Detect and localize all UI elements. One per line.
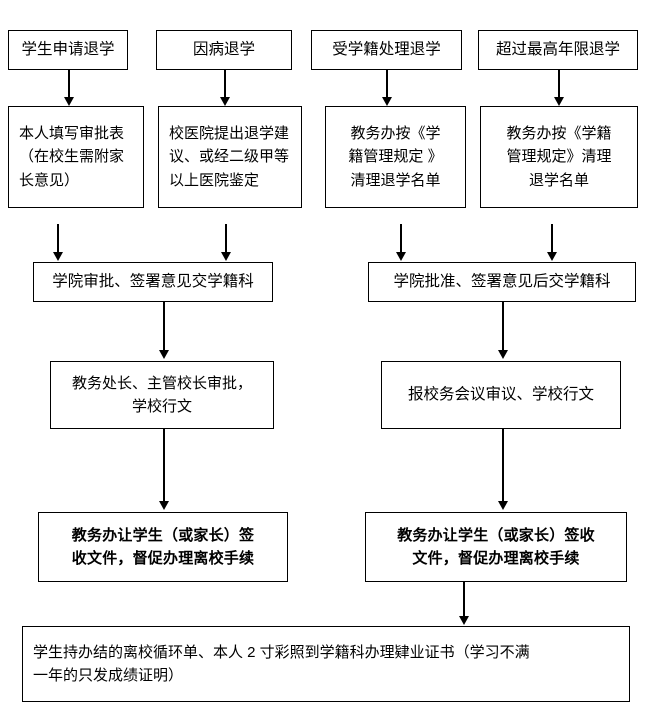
node-over-max-years-line-1: 超过最高年限退学 <box>495 40 620 58</box>
node-fill-form-line-2: （在校生需附家 <box>19 148 125 166</box>
node-fill-form: 本人填写审批表 （在校生需附家 长意见） <box>8 106 144 208</box>
node-status-penalty-line-1: 受学籍处理退学 <box>332 40 441 58</box>
node-final-certificate-line-1: 学生持办结的离校循环单、本人 2 寸彩照到学籍科办理肄业证书（学习不满 <box>33 643 530 661</box>
node-illness: 因病退学 <box>156 30 292 70</box>
node-sign-receipt-right: 教务办让学生（或家长）签收 文件，督促办理离校手续 <box>365 512 627 582</box>
node-dean-principal-approve-line-2: 学校行文 <box>131 398 192 415</box>
node-hospital-advice: 校医院提出退学建 议、或经二级甲等 以上医院鉴定 <box>158 106 302 208</box>
node-college-approve-right: 学院批准、签署意见后交学籍科 <box>368 262 636 302</box>
node-office-list-a: 教务办按《学 籍管理规定 》 清理退学名单 <box>325 106 466 208</box>
node-dean-principal-approve-line-1: 教务处长、主管校长审批， <box>71 374 252 392</box>
node-apply: 学生申请退学 <box>8 30 128 70</box>
node-over-max-years: 超过最高年限退学 <box>478 30 638 70</box>
node-college-approve-right-line-1: 学院批准、签署意见后交学籍科 <box>393 272 611 290</box>
node-fill-form-line-3: 长意见） <box>19 171 80 189</box>
node-office-list-b-line-3: 退学名单 <box>528 171 589 189</box>
node-sign-receipt-left-line-1: 教务办让学生（或家长）签 <box>71 526 255 544</box>
node-college-approve-left: 学院审批、签署意见交学籍科 <box>33 262 273 302</box>
node-hospital-advice-line-2: 议、或经二级甲等 <box>169 148 290 166</box>
node-final-certificate-line-2: 一年的只发成绩证明） <box>33 667 184 684</box>
node-fill-form-line-1: 本人填写审批表 <box>19 125 125 143</box>
node-sign-receipt-right-line-2: 文件，督促办理离校手续 <box>412 550 580 567</box>
node-sign-receipt-left-line-2: 收文件，督促办理离校手续 <box>71 550 255 567</box>
node-office-list-a-line-2: 籍管理规定 》 <box>348 148 443 166</box>
node-final-certificate: 学生持办结的离校循环单、本人 2 寸彩照到学籍科办理肄业证书（学习不满 一年的只… <box>22 626 630 702</box>
node-office-list-b: 教务办按《学籍 管理规定》清理 退学名单 <box>480 106 638 208</box>
node-school-affairs-meeting: 报校务会议审议、学校行文 <box>381 361 621 429</box>
node-status-penalty: 受学籍处理退学 <box>311 30 462 70</box>
node-apply-line-1: 学生申请退学 <box>21 40 115 58</box>
node-office-list-a-line-1: 教务办按《学 <box>350 125 441 143</box>
node-office-list-b-line-1: 教务办按《学籍 <box>506 125 612 143</box>
node-college-approve-left-line-1: 学院审批、签署意见交学籍科 <box>52 272 254 290</box>
node-school-affairs-meeting-line-1: 报校务会议审议、学校行文 <box>407 385 594 403</box>
node-sign-receipt-right-line-1: 教务办让学生（或家长）签收 <box>397 526 595 544</box>
node-office-list-b-line-2: 管理规定》清理 <box>506 148 612 166</box>
node-hospital-advice-line-1: 校医院提出退学建 <box>169 125 290 143</box>
node-office-list-a-line-3: 清理退学名单 <box>350 171 441 189</box>
node-hospital-advice-line-3: 以上医院鉴定 <box>169 171 260 189</box>
node-dean-principal-approve: 教务处长、主管校长审批， 学校行文 <box>50 361 274 429</box>
node-sign-receipt-left: 教务办让学生（或家长）签 收文件，督促办理离校手续 <box>38 512 288 582</box>
node-illness-line-1: 因病退学 <box>192 40 255 58</box>
